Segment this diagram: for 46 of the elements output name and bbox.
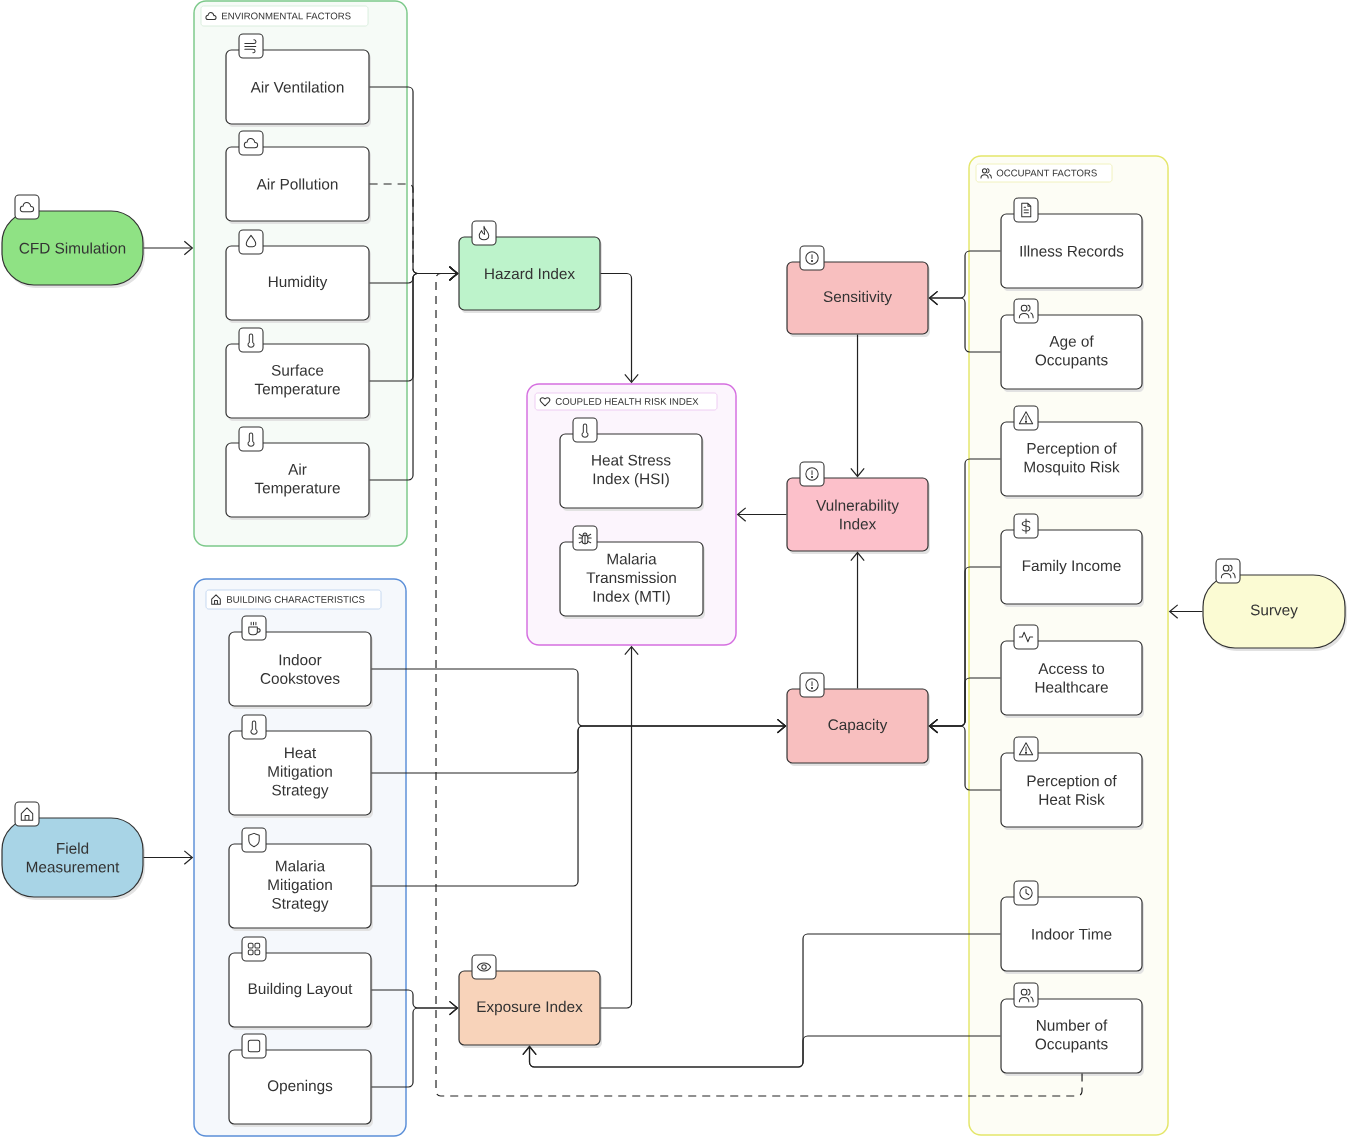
factor-box: Building Layout xyxy=(228,952,373,1030)
factor-box: Malaria Mitigation Strategy xyxy=(228,843,373,931)
factor-box: Malaria Transmission Index (MTI) xyxy=(559,541,705,619)
dashed-arrow xyxy=(435,266,1083,1097)
factor-box: Perception of Heat Risk xyxy=(1000,752,1144,830)
arrow xyxy=(371,718,787,887)
factor-box: Humidity xyxy=(225,245,371,323)
factor-box: Age of Occupants xyxy=(1000,314,1144,392)
group-heading: OCCUPANT FACTORS xyxy=(975,163,1113,183)
arrow xyxy=(600,645,639,1009)
group-heading: ENVIRONMENTAL FACTORS xyxy=(200,5,369,27)
arrow xyxy=(850,334,865,478)
factor-box: Perception of Mosquito Risk xyxy=(1000,421,1144,499)
pill-box: CFD Simulation xyxy=(1,210,145,288)
factor-box: Openings xyxy=(228,1049,373,1127)
factor-box: Indoor Time xyxy=(1000,896,1144,974)
factor-box: Air Temperature xyxy=(225,442,371,520)
arrow xyxy=(600,272,639,384)
arrow xyxy=(522,1035,1001,1068)
index-box: Exposure Index xyxy=(458,970,602,1048)
index-box: Hazard Index xyxy=(458,236,602,313)
arrow xyxy=(143,240,194,256)
factor-box: Air Ventilation xyxy=(225,49,371,127)
index-box: Capacity xyxy=(786,688,930,766)
factor-box: Indoor Cookstoves xyxy=(228,631,373,709)
index-box: Vulnerability Index xyxy=(786,477,930,554)
factor-box: Air Pollution xyxy=(225,146,371,224)
factor-box: Illness Records xyxy=(1000,213,1144,291)
factor-box: Number of Occupants xyxy=(1000,998,1144,1076)
arrow xyxy=(928,718,1001,791)
factor-box: Heat Mitigation Strategy xyxy=(228,730,373,818)
factor-box: Surface Temperature xyxy=(225,343,371,421)
factor-box: Heat Stress Index (HSI) xyxy=(559,433,704,511)
index-box: Sensitivity xyxy=(786,261,930,337)
arrow xyxy=(1168,604,1203,619)
factor-box: Family Income xyxy=(1000,529,1144,607)
arrow xyxy=(143,850,194,865)
pill-box: Field Measurement xyxy=(1,817,145,900)
arrow xyxy=(371,1000,459,1088)
group-heading: COUPLED HEALTH RISK INDEX xyxy=(534,392,718,411)
factor-box: Access to Healthcare xyxy=(1000,640,1144,718)
arrow xyxy=(736,507,787,522)
arrow xyxy=(928,290,1001,353)
pill-box: Survey xyxy=(1202,574,1347,651)
group-heading: BUILDING CHARACTERISTICS xyxy=(205,589,382,610)
arrow xyxy=(850,551,865,689)
